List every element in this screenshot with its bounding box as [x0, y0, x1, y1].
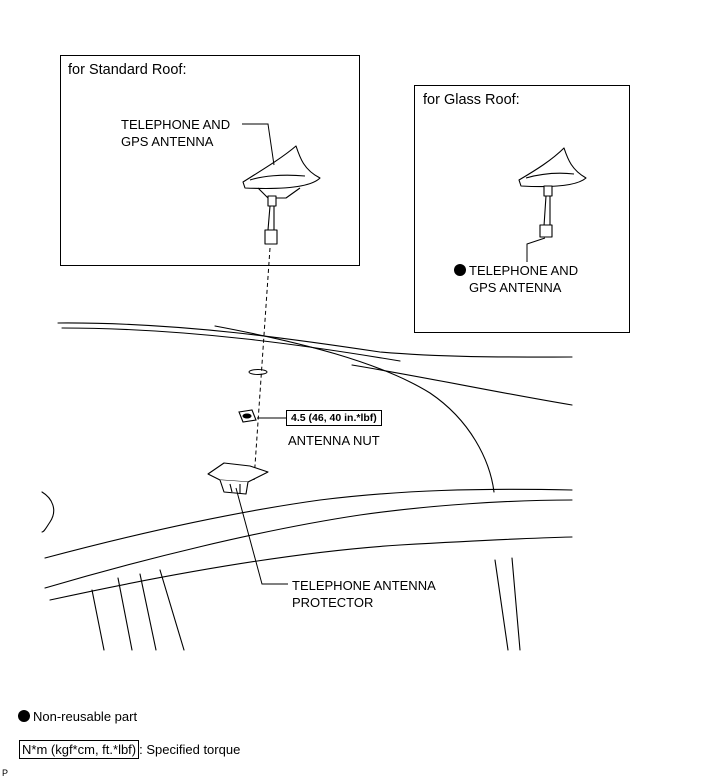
roof-lower-edge-3: [49, 536, 573, 601]
rear-corner: [41, 491, 55, 533]
protector-label-line1: TELEPHONE ANTENNA: [292, 578, 436, 593]
pillar-line-4: [494, 559, 509, 651]
roof-rear-line: [351, 364, 573, 406]
pillar-line-1: [117, 577, 133, 651]
roof-upper-edge-inner: [61, 327, 401, 362]
non-reusable-legend-icon: [18, 710, 30, 722]
glass-roof-frame: [414, 85, 630, 333]
antenna-nut-drawing: [238, 409, 257, 423]
standard-roof-title: for Standard Roof:: [68, 62, 187, 78]
glass-antenna-label-line1: TELEPHONE AND: [469, 263, 579, 278]
protector-leader: [235, 487, 288, 585]
roof-lower-edge-2: [44, 499, 573, 589]
glass-roof-title: for Glass Roof:: [423, 92, 520, 108]
standard-antenna-leader: [242, 123, 275, 166]
protector-label: TELEPHONE ANTENNA PROTECTOR: [292, 577, 436, 611]
legend-torque: N*m (kgf*cm, ft.*lbf): Specified torque: [19, 740, 240, 759]
standard-roof-frame: [60, 55, 360, 266]
glass-antenna-leader: [526, 237, 546, 262]
legend-non-reusable: Non-reusable part: [18, 708, 137, 725]
protector-drawing: [207, 462, 269, 495]
glass-antenna-label: TELEPHONE AND GPS ANTENNA: [454, 262, 578, 296]
installation-axis: [253, 247, 271, 481]
pillar-line-3: [159, 569, 185, 651]
roof-lower-edge: [44, 488, 573, 559]
antenna-nut-label: ANTENNA NUT: [288, 433, 380, 448]
mounting-hole: [248, 369, 268, 375]
standard-antenna-label-line2: GPS ANTENNA: [121, 134, 214, 149]
pillar-line-2: [139, 573, 157, 651]
glass-antenna-label-line2: GPS ANTENNA: [469, 280, 562, 295]
glass-antenna-drawing: [518, 147, 587, 238]
standard-antenna-label-line1: TELEPHONE AND: [121, 117, 231, 132]
corner-mark: P: [2, 768, 9, 778]
legend-torque-desc: : Specified torque: [139, 742, 241, 757]
legend-torque-units-box: N*m (kgf*cm, ft.*lbf): [19, 740, 140, 759]
non-reusable-dot-icon: [454, 264, 466, 276]
standard-antenna-label: TELEPHONE AND GPS ANTENNA: [121, 116, 230, 150]
legend-non-reusable-text: Non-reusable part: [33, 709, 138, 724]
window-line: [91, 589, 105, 651]
standard-antenna-drawing: [242, 145, 321, 245]
roof-upper-edge: [57, 322, 573, 358]
torque-spec-box: 4.5 (46, 40 in.*lbf): [286, 410, 382, 426]
windshield-edge: [214, 325, 495, 493]
pillar-line-5: [511, 557, 521, 651]
protector-label-line2: PROTECTOR: [292, 595, 374, 610]
